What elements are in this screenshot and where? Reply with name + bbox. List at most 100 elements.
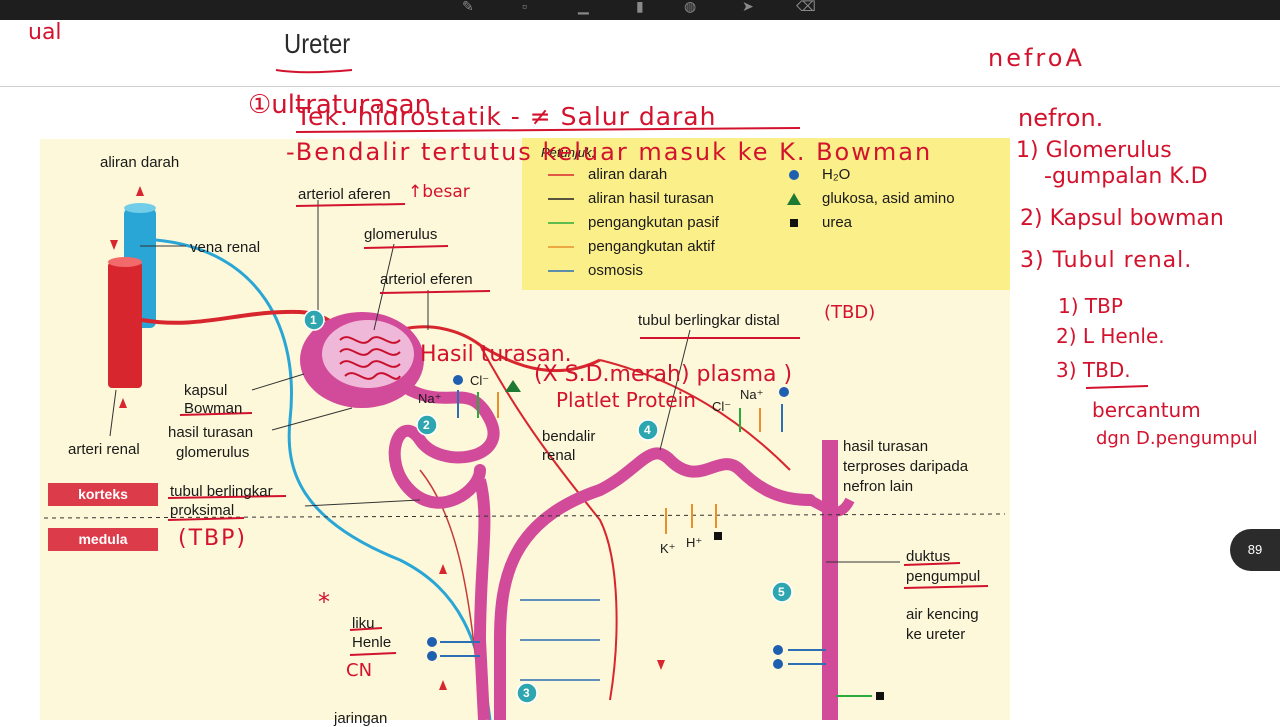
label-arteri-renal: arteri renal	[68, 441, 140, 458]
hw-tbp-paren: (TBP)	[178, 526, 247, 551]
label-tubul-proksimal-2: proksimal	[170, 502, 235, 519]
label-air-kencing-1: air kencing	[906, 606, 979, 623]
label-bowman: Bowman	[184, 400, 243, 417]
renal-artery-top	[108, 257, 142, 267]
step-4: 4	[644, 423, 651, 437]
eraser-icon[interactable]: ▫	[522, 0, 527, 14]
note-bercantum: bercantum	[1092, 398, 1201, 422]
hw-hasil-turasan: Hasil turasan.	[420, 342, 572, 367]
label-kapsul: kapsul	[184, 382, 228, 399]
label-renal: renal	[542, 447, 576, 464]
label-arteriol-aferen: arteriol aferen	[298, 186, 391, 203]
step-3: 3	[523, 686, 530, 700]
blood-flow-arrows	[110, 186, 665, 690]
renal-artery	[108, 262, 142, 388]
label-jaringan: jaringan	[334, 710, 388, 727]
collecting-branch	[807, 495, 855, 517]
hw-platlet: Platlet Protein	[556, 388, 696, 412]
pointer-icon[interactable]: ➤	[742, 0, 754, 14]
legend-title: Petunjuk:	[541, 145, 596, 160]
note-l-henle: 2) L Henle.	[1056, 324, 1165, 348]
legend-symbol-h2o: H₂O	[822, 166, 851, 183]
nefron-title-handwriting: nefroA	[988, 44, 1085, 72]
close-ink-icon[interactable]: ⌫	[796, 0, 816, 14]
transport-arrows	[440, 390, 872, 697]
loop-of-henle	[473, 478, 602, 720]
presentation-toolbar: ✎ ▫ ▁ ▮ ◍ ➤ ⌫	[0, 0, 1280, 20]
peritubular-capillary	[479, 344, 618, 701]
legend-swatches	[548, 170, 801, 272]
highlighter-icon[interactable]: ▮	[636, 0, 644, 14]
legend-item-aliran-hasil-turasan: aliran hasil turasan	[588, 190, 714, 207]
renal-vein-top	[124, 203, 156, 213]
label-k: K⁺	[660, 541, 676, 556]
molecule-symbols	[427, 375, 884, 700]
label-aliran-darah: aliran darah	[100, 154, 180, 171]
step-badges	[303, 309, 793, 704]
glomerulus-knot	[339, 336, 401, 380]
legend-symbol-urea: urea	[822, 214, 853, 231]
legend-item-osmosis: osmosis	[588, 262, 644, 279]
step-1: 1	[310, 313, 317, 327]
label-leader-lines	[109, 200, 900, 563]
note-kapsul-bowman: 2) Kapsul bowman	[1020, 206, 1224, 231]
note-dgn-pengumpul: dgn D.pengumpul	[1096, 428, 1258, 449]
note-tbd: 3) TBD.	[1056, 358, 1131, 382]
proximal-tubule	[388, 384, 500, 509]
hw-star: *	[318, 588, 330, 616]
korteks-tag: korteks	[48, 483, 158, 506]
label-liku: liku	[352, 615, 375, 632]
label-cl-2: Cl⁻	[712, 399, 732, 414]
ureter-label: Ureter	[284, 28, 351, 59]
label-tubul-proksimal-1: tubul berlingkar	[170, 483, 273, 500]
note-tubul-renal: 3) Tubul renal.	[1020, 248, 1193, 273]
step-2: 2	[423, 418, 430, 432]
page-number-badge[interactable]: 89	[1230, 529, 1280, 571]
label-hasil-turasan-glomerulus: glomerulus	[176, 444, 250, 461]
hw-besar: ↑besar	[408, 182, 470, 202]
label-h: H⁺	[686, 535, 703, 550]
cortex-medulla-line	[43, 513, 1006, 519]
label-hasil-turasan: hasil turasan	[168, 424, 254, 441]
underline-icon[interactable]: ▁	[578, 0, 589, 14]
label-air-kencing-2: ke ureter	[906, 626, 966, 643]
distal-tubule	[594, 447, 816, 506]
label-vena-renal: vena renal	[190, 239, 261, 256]
label-tubul-distal: tubul berlingkar distal	[638, 312, 780, 329]
label-na-1: Na⁺	[418, 391, 442, 406]
label-henle: Henle	[352, 634, 392, 651]
label-hasil-terproses-3: nefron lain	[843, 478, 914, 495]
note-glomerulus: 1) Glomerulus	[1016, 138, 1172, 163]
slide-header-strip	[0, 20, 1280, 87]
laser-icon[interactable]: ◍	[684, 0, 697, 14]
note-title: nefron.	[1018, 104, 1104, 132]
label-bendalir: bendalir	[542, 428, 596, 445]
hw-tbd-paren: (TBD)	[824, 302, 876, 323]
hw-ultraturasan: ①ultraturasan	[248, 90, 432, 120]
handwriting-underlines	[167, 69, 1149, 656]
note-gumpalan: -gumpalan K.D	[1044, 164, 1208, 189]
label-arteriol-eferen: arteriol eferen	[380, 271, 473, 288]
legend-item-pengangkutan-pasif: pengangkutan pasif	[588, 214, 719, 231]
hw-tek-hidrostatik: Tek. hidrostatik - ≠ Salur darah	[296, 102, 717, 131]
legend-item-aliran-darah: aliran darah	[588, 166, 668, 183]
legend-box	[522, 138, 1010, 290]
legend-symbol-glukosa: glukosa, asid amino	[822, 190, 955, 207]
hw-cn: CN	[346, 660, 373, 681]
legend-item-pengangkutan-aktif: pengangkutan aktif	[588, 238, 715, 255]
label-duktus: duktus	[906, 548, 951, 565]
hw-bendalir-terturus: -Bendalir tertutus keluar masuk ke K. Bo…	[286, 138, 933, 166]
step-5: 5	[778, 585, 785, 599]
label-cl-1: Cl⁻	[470, 373, 490, 388]
label-hasil-terproses-1: hasil turasan	[843, 438, 929, 455]
venule	[155, 238, 492, 720]
capillary-4	[520, 599, 600, 681]
handwriting-top-left: ual	[28, 20, 62, 45]
hw-x-sdmerah: (X S.D.merah) plasma )	[534, 362, 793, 387]
label-pengumpul: pengumpul	[906, 568, 981, 585]
pen-icon[interactable]: ✎	[462, 0, 474, 14]
label-glomerulus: glomerulus	[364, 226, 438, 243]
medula-tag: medula	[48, 528, 158, 551]
label-hasil-terproses-2: terproses daripada	[843, 458, 969, 475]
